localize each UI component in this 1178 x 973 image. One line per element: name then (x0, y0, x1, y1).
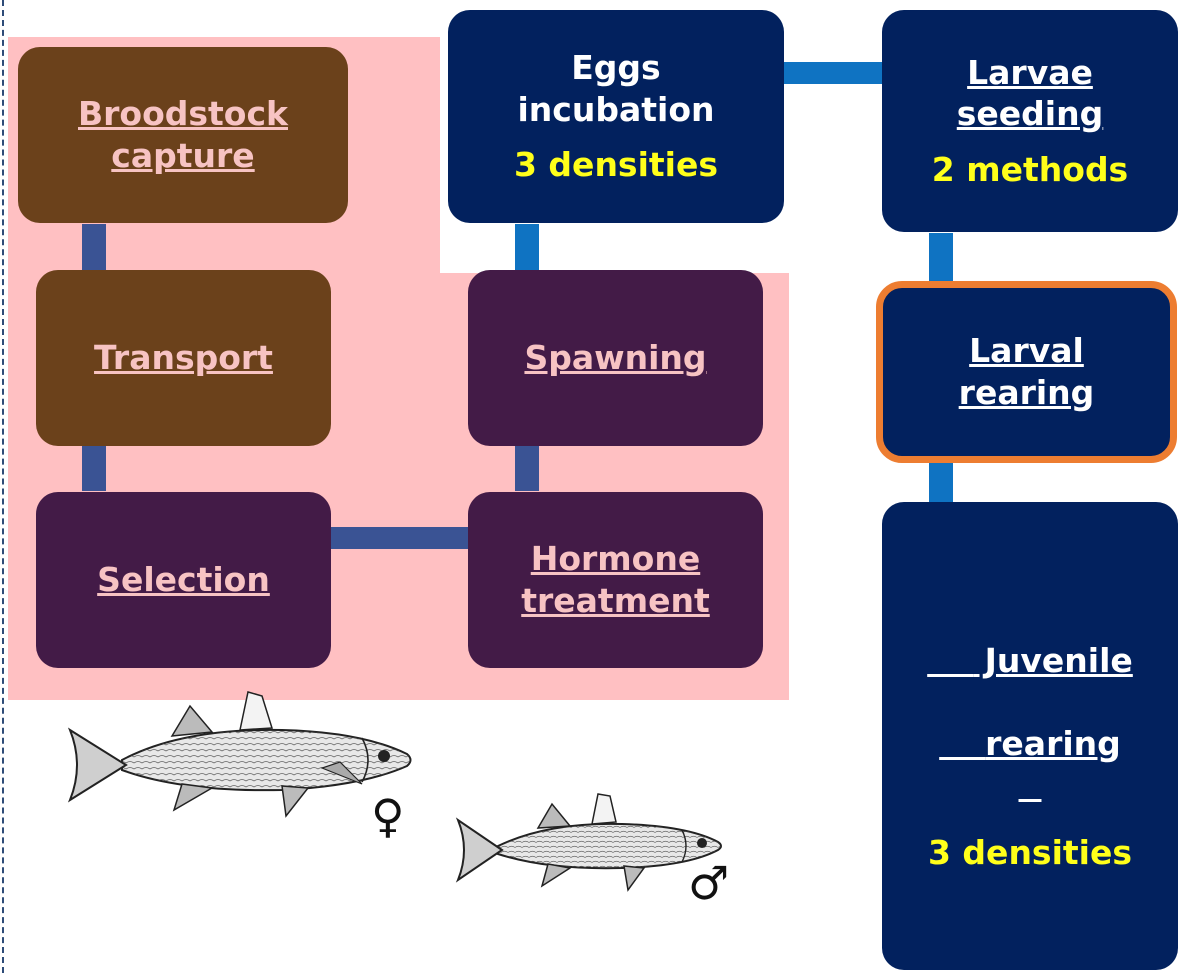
connector-eggs-larvae-seeding (784, 62, 882, 84)
juvenile-label-line1: Juvenile (973, 641, 1133, 680)
juvenile-rearing-link[interactable]: Juvenile rearing (927, 598, 1133, 806)
larval-rearing-label-line2: rearing (959, 373, 1095, 412)
larvae-seeding-link[interactable]: Larvae seeding (957, 52, 1103, 135)
larval-rearing-link[interactable]: Larval rearing (959, 330, 1095, 413)
connector-hormone-spawning (515, 446, 539, 491)
selection-box: Selection (36, 492, 331, 668)
hormone-treatment-link[interactable]: Hormone treatment (521, 538, 710, 621)
transport-box: Transport (36, 270, 331, 446)
spawning-box: Spawning (468, 270, 763, 446)
larvae-seeding-label-line2: seeding (957, 94, 1103, 133)
female-symbol: ♀ (371, 789, 405, 843)
juvenile-rearing-box: Juvenile rearing 3 densities (882, 502, 1178, 970)
connector-seeding-larval-rearing (929, 233, 953, 283)
broodstock-capture-box: Broodstock capture (18, 47, 348, 223)
male-symbol: ♂ (688, 856, 729, 910)
hormone-label-line2: treatment (521, 581, 710, 620)
eggs-incubation-label: Eggs incubation (517, 47, 714, 130)
hormone-label-line1: Hormone (531, 539, 701, 578)
connector-broodstock-transport (82, 224, 106, 271)
transport-link[interactable]: Transport (94, 337, 273, 379)
juvenile-label-line2: rearing (985, 724, 1121, 763)
connector-larval-juvenile (929, 462, 953, 502)
seeding-methods-note: 2 methods (932, 149, 1128, 191)
juvenile-densities-note: 3 densities (928, 832, 1132, 874)
connector-spawning-eggs (515, 224, 539, 271)
connector-selection-hormone (331, 527, 468, 549)
dashed-left-border (2, 0, 4, 973)
broodstock-label-line2: capture (111, 136, 254, 175)
female-mullet-illustration (62, 688, 422, 828)
spawning-link[interactable]: Spawning (524, 337, 706, 379)
larval-rearing-label-line1: Larval (969, 331, 1084, 370)
broodstock-label-line1: Broodstock (78, 94, 288, 133)
larvae-seeding-label-line1: Larvae (967, 53, 1093, 92)
eggs-densities-note: 3 densities (514, 144, 718, 186)
eggs-label-line1: Eggs (571, 48, 660, 87)
broodstock-capture-link[interactable]: Broodstock capture (78, 93, 288, 176)
selection-link[interactable]: Selection (97, 559, 270, 601)
larval-rearing-box: Larval rearing (876, 281, 1177, 463)
eggs-label-line2: incubation (517, 90, 714, 129)
hormone-treatment-box: Hormone treatment (468, 492, 763, 668)
larvae-seeding-box: Larvae seeding 2 methods (882, 10, 1178, 232)
connector-transport-selection (82, 446, 106, 491)
eggs-incubation-box: Eggs incubation 3 densities (448, 10, 784, 223)
